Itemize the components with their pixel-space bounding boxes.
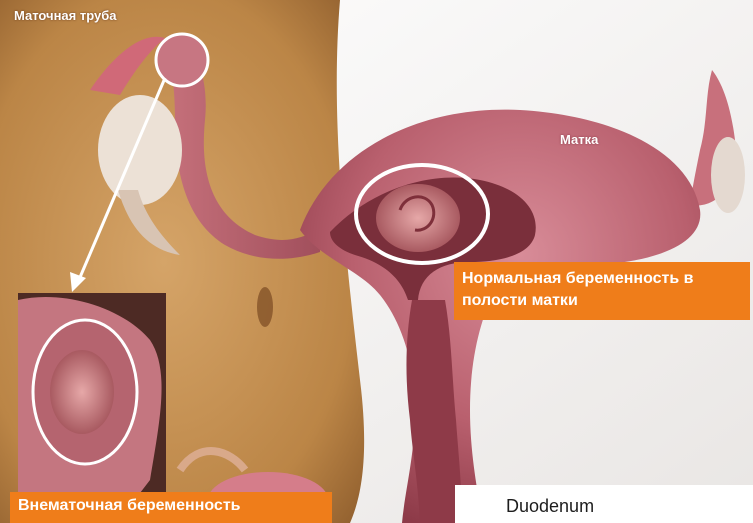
right-ovary (711, 137, 745, 213)
navel (257, 287, 273, 327)
label-uterus: Матка (560, 132, 598, 147)
left-ovary (98, 95, 182, 205)
embryo-ectopic (50, 350, 114, 434)
label-ectopic-pregnancy: Внематочная беременность (18, 497, 241, 515)
label-normal-pregnancy: Нормальная беременность в полости матки (462, 268, 752, 312)
label-fallopian-tube: Маточная труба (14, 8, 116, 23)
embryo-normal (376, 184, 460, 252)
label-duodenum: Duodenum (506, 496, 594, 517)
